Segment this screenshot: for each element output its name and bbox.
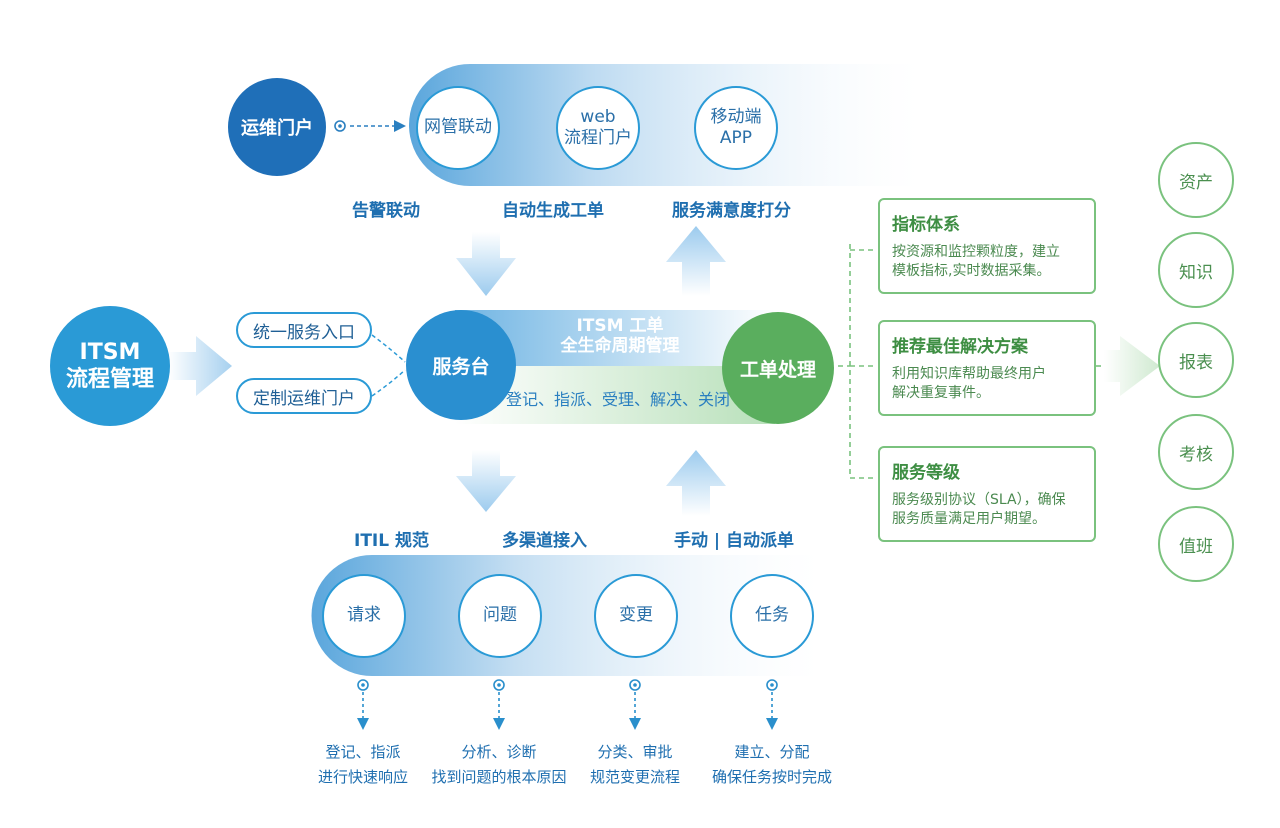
channel-nms-link: 网管联动 — [416, 86, 500, 170]
pin-arrow-4 — [766, 679, 778, 730]
unified-entry: 统一服务入口 — [236, 312, 372, 348]
process-request: 请求 — [322, 574, 406, 658]
caption-request: 登记、指派进行快速响应 — [317, 743, 408, 786]
ops-portal-node: 运维门户 — [228, 78, 326, 176]
left-arrow — [168, 336, 232, 396]
module-knowledge: 知识 — [1158, 232, 1234, 308]
up-arrow-bottom — [666, 450, 726, 516]
caption-task: 建立、分配确保任务按时完成 — [711, 743, 832, 786]
label-dispatch: 手动 | 自动派单 — [674, 531, 795, 551]
label-itil: ITIL 规范 — [354, 531, 429, 551]
band-title: ITSM 工单 全生命周期管理 — [560, 316, 680, 357]
process-change: 变更 — [594, 574, 678, 658]
work-order-node: 工单处理 — [722, 312, 834, 424]
process-task: 任务 — [730, 574, 814, 658]
portal-arrowhead — [394, 120, 406, 132]
box-service-level: 服务等级 服务级别协议（SLA），确保服务质量满足用户期望。 — [878, 446, 1096, 542]
down-arrow-bottom — [456, 450, 516, 512]
ops-portal-label: 运维门户 — [241, 118, 313, 139]
label-auto-ticket: 自动生成工单 — [502, 201, 604, 221]
up-arrow-top — [666, 226, 726, 296]
module-assets: 资产 — [1158, 142, 1234, 218]
bottom-process-band — [311, 555, 820, 676]
pin-arrow-1 — [357, 679, 369, 730]
itsm-process-node: ITSM 流程管理 — [50, 306, 170, 426]
pin-arrow-3 — [629, 679, 641, 730]
service-desk-node: 服务台 — [406, 310, 516, 420]
top-channel-band — [409, 64, 920, 186]
box-best-solution: 推荐最佳解决方案 利用知识库帮助最终用户解决重复事件。 — [878, 320, 1096, 416]
label-multichannel: 多渠道接入 — [502, 531, 587, 551]
caption-problem: 分析、诊断找到问题的根本原因 — [431, 743, 567, 786]
connector-entry2 — [371, 369, 406, 397]
right-green-arrow — [1104, 336, 1160, 396]
label-satisfaction: 服务满意度打分 — [672, 201, 791, 221]
module-duty: 值班 — [1158, 506, 1234, 582]
custom-portal: 定制运维门户 — [236, 378, 372, 414]
pin-arrow-2 — [493, 679, 505, 730]
connector-entry1 — [371, 334, 406, 363]
module-reports: 报表 — [1158, 322, 1234, 398]
process-problem: 问题 — [458, 574, 542, 658]
box-metrics: 指标体系 按资源和监控颗粒度，建立模板指标,实时数据采集。 — [878, 198, 1096, 294]
band-steps: 登记、指派、受理、解决、关闭 — [506, 390, 731, 409]
module-assessment: 考核 — [1158, 414, 1234, 490]
down-arrow-top — [456, 232, 516, 296]
caption-change: 分类、审批规范变更流程 — [589, 743, 680, 786]
label-alarm-link: 告警联动 — [352, 201, 420, 221]
